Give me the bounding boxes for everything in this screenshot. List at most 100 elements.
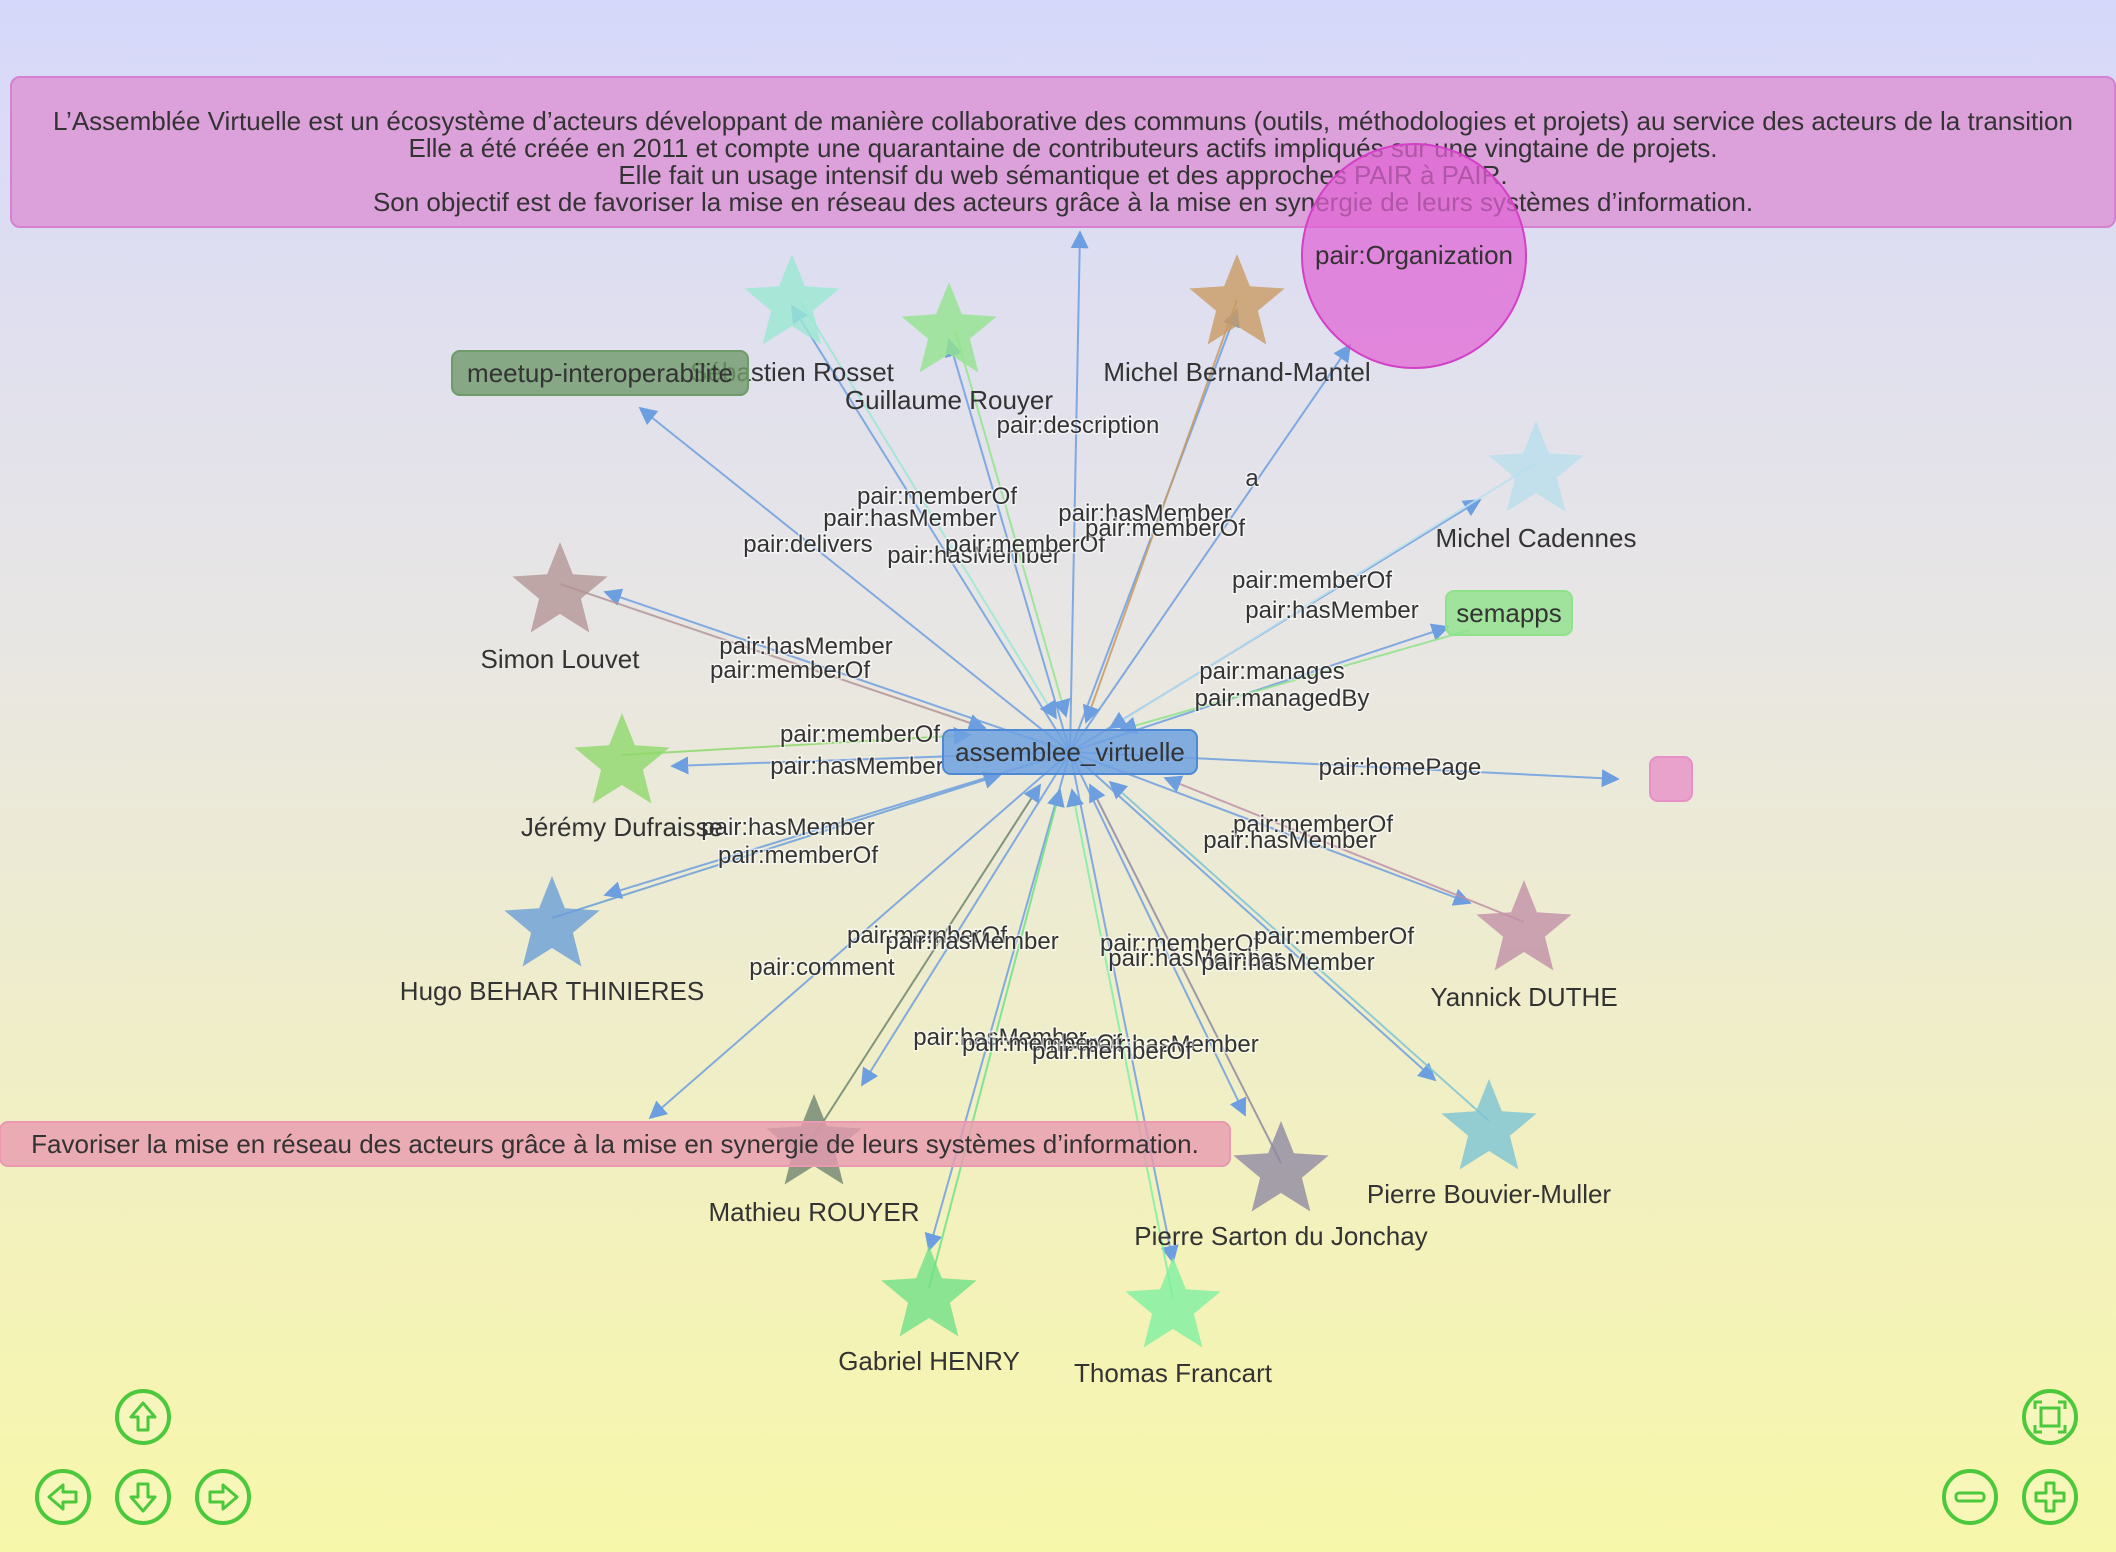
star-icon bbox=[1233, 1121, 1329, 1212]
fit-screen-button[interactable] bbox=[2022, 1389, 2078, 1445]
graph-edge[interactable] bbox=[799, 299, 1057, 720]
graph-edge[interactable] bbox=[1163, 775, 1525, 923]
graph-edge[interactable] bbox=[603, 588, 1071, 753]
pan-down-button[interactable] bbox=[115, 1469, 171, 1525]
person-node-pierreb[interactable]: Pierre Bouvier-Muller bbox=[1367, 1079, 1612, 1209]
box-node-homepage[interactable] bbox=[1649, 756, 1693, 802]
graph-edge[interactable] bbox=[1069, 230, 1089, 753]
graph-edge[interactable] bbox=[954, 329, 1071, 718]
arrow-down-icon bbox=[129, 1482, 157, 1513]
arrow-right-icon bbox=[208, 1483, 239, 1511]
edge-label: pair:memberOf bbox=[1232, 567, 1392, 594]
edge-label: pair:memberOf bbox=[1100, 930, 1260, 957]
node-label: Thomas Francart bbox=[1074, 1358, 1273, 1388]
edge-label: pair:memberOf bbox=[1254, 923, 1414, 950]
graph-edge[interactable] bbox=[928, 788, 1065, 1289]
edge-label: pair:hasMember bbox=[885, 928, 1058, 955]
person-node-hugo[interactable]: Hugo BEHAR THINIERES bbox=[400, 876, 704, 1006]
graph-edge[interactable] bbox=[1069, 751, 1437, 1082]
graph-edge[interactable] bbox=[1069, 751, 1179, 1264]
edge-label: pair:memberOf bbox=[847, 922, 1007, 949]
edge-label: pair:memberOf bbox=[945, 531, 1105, 558]
node-organization[interactable]: pair:Organization bbox=[1301, 143, 1527, 369]
graph-edge[interactable] bbox=[648, 751, 1071, 1120]
edge-label: pair:hasMember bbox=[1201, 949, 1374, 976]
pan-right-button[interactable] bbox=[195, 1469, 251, 1525]
node-label: Yannick DUTHE bbox=[1430, 982, 1617, 1012]
person-node-gabriel[interactable]: Gabriel HENRY bbox=[838, 1246, 1020, 1376]
edge-label: pair:hasMember bbox=[887, 542, 1060, 569]
center-node[interactable]: assemblee_virtuelle bbox=[942, 729, 1198, 775]
node-label: Mathieu ROUYER bbox=[709, 1197, 920, 1227]
node-label: pair:Organization bbox=[1315, 240, 1513, 270]
zoom-in-button[interactable] bbox=[2022, 1469, 2078, 1525]
person-node-thomas[interactable]: Thomas Francart bbox=[1074, 1257, 1273, 1388]
node-label: Gabriel HENRY bbox=[838, 1346, 1020, 1376]
star-icon bbox=[1189, 254, 1285, 345]
star-icon bbox=[1441, 1079, 1537, 1170]
person-node-yannick[interactable]: Yannick DUTHE bbox=[1430, 880, 1618, 1012]
node-label: assemblee_virtuelle bbox=[955, 737, 1185, 767]
edge-label: pair:memberOf bbox=[710, 657, 870, 684]
edge-label: pair:delivers bbox=[743, 531, 872, 558]
zoom-out-button[interactable] bbox=[1942, 1469, 1998, 1525]
graph-edge[interactable] bbox=[791, 304, 1071, 753]
graph-edge[interactable] bbox=[1089, 783, 1282, 1164]
plus-icon bbox=[2034, 1481, 2066, 1513]
arrow-left-icon bbox=[47, 1483, 78, 1511]
edge-label: pair:hasMember bbox=[770, 753, 943, 780]
edge-label: pair:hasMember bbox=[1245, 597, 1418, 624]
graph-edge[interactable] bbox=[1066, 788, 1174, 1300]
person-node-michelc[interactable]: Michel Cadennes bbox=[1436, 421, 1637, 553]
edge-label: a bbox=[1245, 465, 1259, 492]
edge-label: pair:manages bbox=[1199, 658, 1344, 685]
node-label: Simon Louvet bbox=[481, 644, 641, 674]
box-node-objective[interactable]: Favoriser la mise en réseau des acteurs … bbox=[0, 1121, 1231, 1167]
node-label: Guillaume Rouyer bbox=[845, 385, 1053, 415]
graph-edge[interactable] bbox=[1069, 751, 1247, 1117]
box-node-meetup[interactable]: meetup-interoperabilite bbox=[451, 350, 749, 396]
graph-edge[interactable] bbox=[559, 583, 987, 732]
edge-label: pair:memberOf bbox=[718, 842, 878, 869]
graph-edge[interactable] bbox=[924, 751, 1071, 1252]
person-node-pierres[interactable]: Pierre Sarton du Jonchay bbox=[1134, 1121, 1428, 1251]
graph-edge[interactable] bbox=[551, 771, 1002, 919]
graph-edge[interactable] bbox=[1082, 299, 1238, 724]
graph-edge[interactable] bbox=[621, 726, 972, 756]
graph-edge[interactable] bbox=[1108, 462, 1537, 729]
edge-label: pair:hasMember bbox=[1085, 1031, 1258, 1058]
description-line: L’Assemblée Virtuelle est un écosystème … bbox=[53, 106, 2073, 136]
person-node-jeremy[interactable]: Jérémy Dufraisse bbox=[521, 713, 723, 842]
pan-left-button[interactable] bbox=[35, 1469, 91, 1525]
edge-label: pair:hasMember bbox=[1203, 827, 1376, 854]
person-node-michelb[interactable]: Michel Bernand-Mantel bbox=[1103, 254, 1371, 387]
graph-edge[interactable] bbox=[1108, 780, 1490, 1122]
edge-label: pair:memberOf bbox=[1233, 811, 1393, 838]
graph-edge[interactable] bbox=[861, 751, 1071, 1087]
graph-edge[interactable] bbox=[1118, 629, 1471, 735]
person-node-simon[interactable]: Simon Louvet bbox=[481, 542, 641, 674]
star-icon bbox=[504, 876, 600, 967]
box-node-semapps[interactable]: semapps bbox=[1445, 590, 1573, 636]
star-icon bbox=[1488, 421, 1584, 512]
star-icon bbox=[744, 254, 840, 345]
star-icon bbox=[574, 713, 670, 804]
star-icon bbox=[881, 1246, 977, 1337]
edge-label: pair:memberOf bbox=[962, 1030, 1122, 1057]
edge-label: pair:homePage bbox=[1319, 754, 1482, 781]
minus-icon bbox=[1954, 1491, 1986, 1503]
graph-edge[interactable] bbox=[638, 406, 1071, 753]
graph-edge[interactable] bbox=[1069, 751, 1472, 906]
pan-up-button[interactable] bbox=[115, 1389, 171, 1445]
person-node-guillaume[interactable]: Guillaume Rouyer bbox=[845, 282, 1053, 415]
edge-label: pair:hasMember bbox=[1058, 500, 1231, 527]
edge-label: pair:hasMember bbox=[1108, 945, 1281, 972]
graph-edge[interactable] bbox=[1069, 343, 1352, 753]
node-label: Favoriser la mise en réseau des acteurs … bbox=[31, 1129, 1199, 1159]
fit-screen-icon bbox=[2033, 1400, 2067, 1434]
graph-edge[interactable] bbox=[944, 338, 1071, 753]
description-line: Elle a été créée en 2011 et compte une q… bbox=[408, 133, 1718, 163]
arrow-up-icon bbox=[129, 1401, 157, 1432]
graph-edge[interactable] bbox=[813, 783, 1041, 1137]
